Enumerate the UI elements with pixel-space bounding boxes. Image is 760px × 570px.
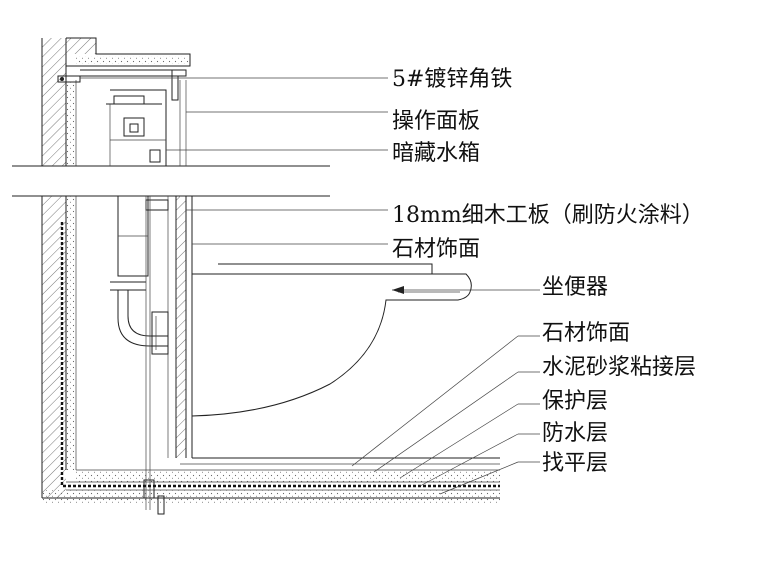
label-stone-finish-wall: 石材饰面 — [392, 237, 480, 262]
label-leveling-layer: 找平层 — [542, 451, 608, 476]
label-stone-finish-floor: 石材饰面 — [542, 321, 630, 346]
label-operation-panel: 操作面板 — [392, 109, 480, 134]
toilet-body — [191, 263, 472, 417]
wood-board-and-stone — [167, 196, 193, 458]
waterproof-membrane-line — [60, 222, 500, 488]
label-waterproof-layer: 防水层 — [542, 421, 608, 446]
wall-cap — [66, 37, 191, 67]
label-concealed-tank: 暗藏水箱 — [392, 141, 480, 166]
concealed-tank — [106, 80, 187, 166]
floor-build-up — [42, 457, 500, 504]
label-angle-steel: 5#镀锌角铁 — [392, 67, 512, 92]
label-wood-board: 18mm细木工板（刷防火涂料） — [392, 203, 704, 228]
label-toilet: 坐便器 — [542, 275, 608, 300]
label-protective-layer: 保护层 — [542, 389, 608, 414]
label-mortar-layer: 水泥砂浆粘接层 — [542, 355, 696, 380]
flush-pipe-and-bracket — [110, 196, 169, 515]
wall-plaster-layer — [66, 80, 77, 470]
leader-lines — [80, 77, 540, 495]
angle-steel — [57, 69, 187, 101]
break-lines — [12, 165, 330, 197]
